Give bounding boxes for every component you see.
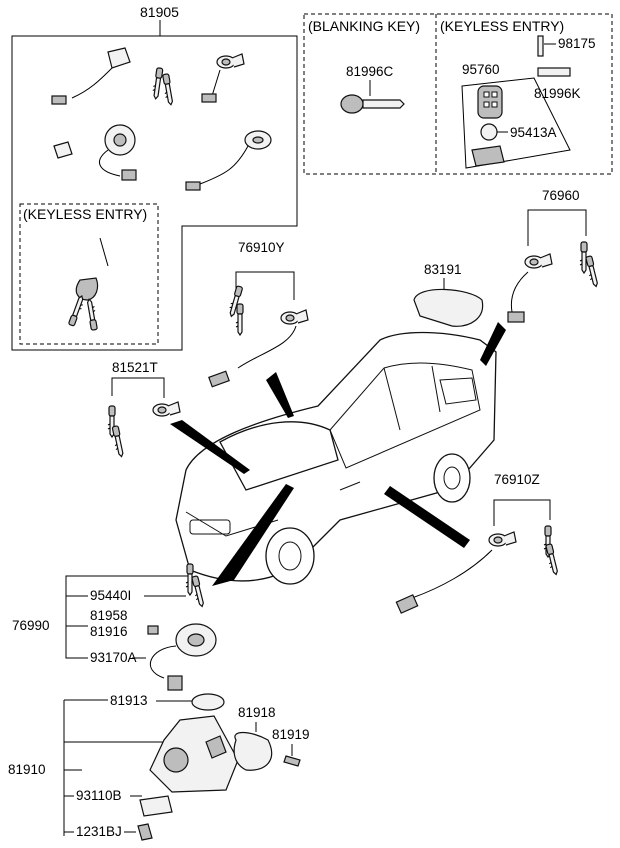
key-icon bbox=[579, 241, 600, 289]
label-81996K: 81996K bbox=[534, 86, 581, 101]
lock-switch-harness-icon bbox=[51, 47, 131, 105]
pointer-wedges bbox=[170, 322, 506, 586]
label-81958: 81958 bbox=[90, 608, 128, 623]
group-76990: 76990 95440I 81958 81916 93170A bbox=[12, 563, 217, 691]
remote-case-icon bbox=[471, 145, 505, 167]
ignition-housing-icon bbox=[149, 715, 239, 793]
label-76910Z: 76910Z bbox=[494, 472, 540, 487]
label-81910: 81910 bbox=[8, 762, 46, 777]
label-1231BJ: 1231BJ bbox=[76, 824, 122, 839]
suv-illustration-icon bbox=[175, 331, 497, 585]
lock-cylinder-icon bbox=[395, 531, 517, 614]
remote-fob-icon bbox=[477, 85, 503, 119]
header-blanking: (BLANKING KEY) bbox=[308, 18, 420, 34]
label-93170A: 93170A bbox=[90, 650, 137, 665]
label-81905: 81905 bbox=[140, 4, 179, 20]
label-83191: 83191 bbox=[424, 262, 462, 277]
group-81910: 81910 81913 93110B 1231BJ 81918 81919 bbox=[8, 693, 310, 841]
label-76960: 76960 bbox=[542, 188, 580, 203]
remote-fob-icon bbox=[67, 237, 109, 331]
label-81916: 81916 bbox=[90, 624, 128, 639]
blank-key-icon bbox=[340, 94, 405, 114]
ignition-cylinder-icon bbox=[53, 124, 137, 181]
screw-icon bbox=[283, 755, 301, 767]
trunk-cylinder-icon bbox=[185, 130, 272, 191]
label-81521T: 81521T bbox=[112, 360, 158, 375]
label-93110B: 93110B bbox=[76, 788, 122, 803]
label-95760: 95760 bbox=[462, 62, 500, 77]
label-81996C: 81996C bbox=[346, 64, 394, 79]
illumination-ring-icon bbox=[191, 693, 225, 711]
label-81918: 81918 bbox=[238, 705, 276, 720]
header-keyless-top: (KEYLESS ENTRY) bbox=[440, 18, 564, 34]
lock-cylinder-icon bbox=[201, 53, 245, 103]
battery-icon bbox=[480, 123, 498, 141]
label-76990: 76990 bbox=[12, 618, 50, 633]
label-95413A: 95413A bbox=[510, 125, 557, 140]
key-icon bbox=[226, 284, 244, 336]
group-81905: 81905 (KEYLESS ENTRY) bbox=[11, 4, 298, 351]
group-83191: 83191 bbox=[413, 262, 484, 327]
frame-blanking-keyless bbox=[303, 13, 613, 175]
lock-cylinder-icon bbox=[152, 401, 181, 417]
key-icon bbox=[543, 525, 560, 577]
group-blanking-keyless: (BLANKING KEY) (KEYLESS ENTRY) 81996C 98… bbox=[303, 13, 613, 175]
immobilizer-antenna-icon bbox=[233, 731, 273, 771]
group-81521T: 81521T bbox=[107, 360, 181, 459]
group-76910Y: 76910Y bbox=[208, 240, 309, 388]
frame-81905 bbox=[11, 35, 298, 351]
label-98175: 98175 bbox=[558, 36, 596, 51]
group-76910Z: 76910Z bbox=[395, 472, 560, 614]
header-keyless-left: (KEYLESS ENTRY) bbox=[23, 206, 147, 222]
frame-keyless-left bbox=[19, 203, 159, 345]
group-76960: 76960 bbox=[507, 188, 600, 323]
key-icon bbox=[151, 66, 175, 107]
lock-cylinder-icon bbox=[507, 253, 553, 323]
remote-group-outline bbox=[461, 77, 571, 169]
ignition-switch-icon bbox=[139, 795, 173, 817]
label-81913: 81913 bbox=[110, 693, 148, 708]
key-blank-strip-icon bbox=[537, 35, 544, 57]
key-icon bbox=[107, 405, 126, 459]
label-76910Y: 76910Y bbox=[238, 240, 285, 255]
handle-bezel-icon bbox=[413, 288, 484, 327]
lock-cylinder-icon bbox=[208, 309, 309, 388]
ignition-cylinder-icon bbox=[147, 623, 217, 691]
label-81919: 81919 bbox=[272, 727, 310, 742]
bolt-icon bbox=[137, 823, 153, 841]
label-95440I: 95440I bbox=[90, 588, 131, 603]
key-blade-icon bbox=[537, 67, 571, 77]
